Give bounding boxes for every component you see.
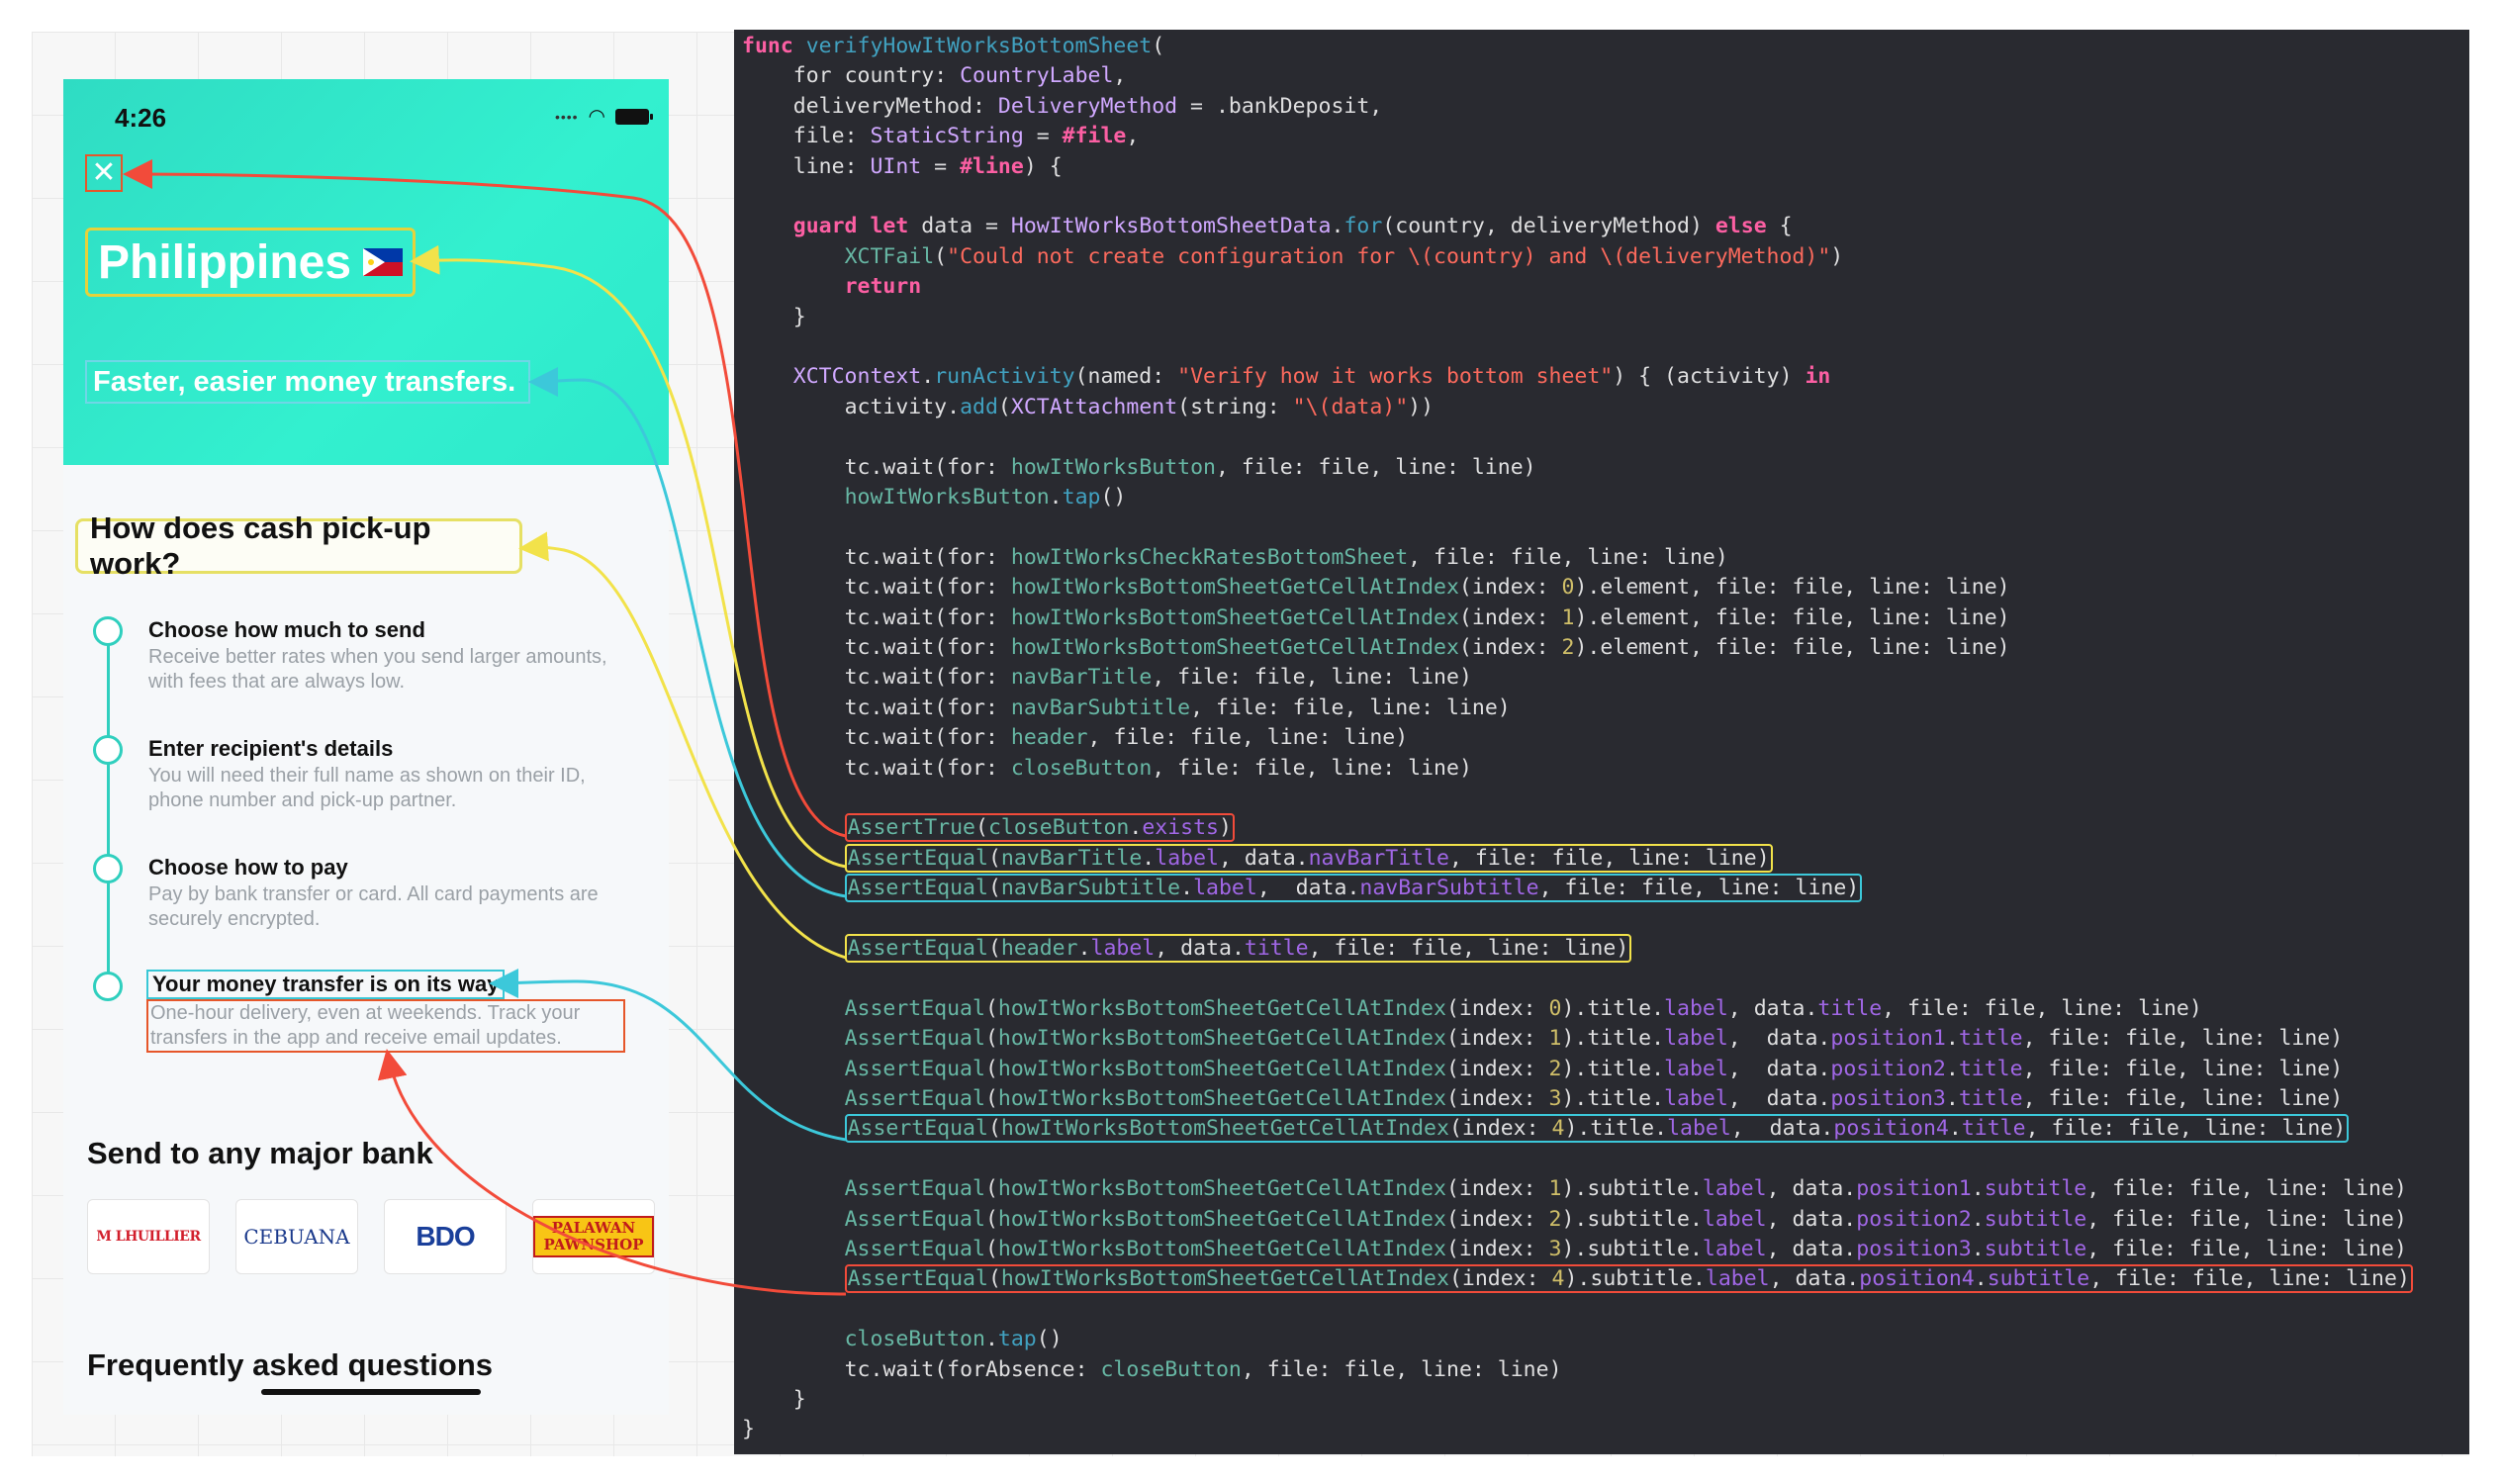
code-line: AssertEqual(howItWorksBottomSheetGetCell… bbox=[844, 1086, 2344, 1111]
code-line: AssertEqual(header.label, data.title, fi… bbox=[742, 934, 1632, 964]
code-line: AssertEqual(howItWorksBottomSheetGetCell… bbox=[844, 1176, 2407, 1202]
bank-logo-label: CEBUANA bbox=[243, 1225, 350, 1249]
step-dot-icon bbox=[93, 854, 123, 883]
highlighted-assertion: AssertEqual(howItWorksBottomSheetGetCell… bbox=[844, 1264, 2413, 1294]
step-title-highlighted: Your money transfer is on its way bbox=[146, 970, 506, 999]
code-line: tc.wait(for: howItWorksBottomSheetGetCel… bbox=[844, 604, 2010, 630]
step-subtitle: Pay by bank transfer or card. All card p… bbox=[148, 883, 599, 930]
header-label: How does cash pick-up work? bbox=[90, 510, 431, 581]
code-line: AssertEqual(navBarTitle.label, data.navB… bbox=[742, 843, 1773, 874]
code-line: XCTContext.runActivity(named: "Verify ho… bbox=[792, 364, 1831, 390]
code-line: tc.wait(for: navBarTitle, file: file, li… bbox=[844, 665, 1472, 691]
code-line: tc.wait(for: header, file: file, line: l… bbox=[844, 725, 1409, 751]
bank-logo-bdo: BDO bbox=[384, 1199, 507, 1274]
battery-icon bbox=[615, 109, 653, 125]
nav-bar-subtitle: Faster, easier money transfers. bbox=[85, 360, 530, 404]
code-line: tc.wait(for: howItWorksCheckRatesBottomS… bbox=[844, 544, 1728, 570]
code-line: AssertEqual(howItWorksBottomSheetGetCell… bbox=[844, 1026, 2344, 1052]
code-line: } bbox=[742, 1387, 806, 1412]
code-line: AssertEqual(navBarSubtitle.label, data.n… bbox=[742, 874, 1863, 903]
home-indicator[interactable] bbox=[261, 1389, 481, 1395]
code-line: AssertEqual(howItWorksBottomSheetGetCell… bbox=[844, 1237, 2407, 1261]
code-line: AssertTrue(closeButton.exists) bbox=[742, 813, 1235, 843]
nav-bar-title: Philippines bbox=[85, 228, 416, 297]
code-line: for country: CountryLabel, bbox=[792, 63, 1127, 89]
nav-bar-subtitle-label: Faster, easier money transfers. bbox=[93, 365, 516, 398]
step-title: Enter recipient's details bbox=[148, 736, 394, 761]
faq-section-title: Frequently asked questions bbox=[87, 1347, 493, 1382]
code-line: guard let data = HowItWorksBottomSheetDa… bbox=[792, 214, 1793, 239]
step-dot-icon bbox=[93, 972, 123, 1001]
code-editor: func verifyHowItWorksBottomSheet( for co… bbox=[734, 30, 2469, 1454]
code-line: tc.wait(for: howItWorksButton, file: fil… bbox=[844, 454, 1536, 480]
code-line: } bbox=[742, 304, 806, 329]
code-line: line: UInt = #line) { bbox=[792, 153, 1063, 179]
steps-timeline bbox=[107, 631, 110, 987]
code-line: tc.wait(for: navBarSubtitle, file: file,… bbox=[844, 695, 1511, 720]
code-line: tc.wait(forAbsence: closeButton, file: f… bbox=[844, 1356, 1562, 1382]
highlighted-assertion: AssertEqual(header.label, data.title, fi… bbox=[844, 934, 1632, 963]
close-button[interactable]: ✕ bbox=[85, 154, 123, 192]
signal-icon: •••• bbox=[554, 109, 579, 125]
code-line: deliveryMethod: DeliveryMethod = .bankDe… bbox=[792, 93, 1383, 119]
highlighted-assertion: AssertEqual(howItWorksBottomSheetGetCell… bbox=[844, 1114, 2350, 1144]
code-line: closeButton.tap() bbox=[844, 1327, 1063, 1352]
status-time: 4:26 bbox=[115, 103, 167, 133]
bank-logo-label: M LHUILLIER bbox=[96, 1229, 201, 1245]
code-line: howItWorksButton.tap() bbox=[844, 485, 1127, 510]
bank-logo-palawan: PALAWAN PAWNSHOP bbox=[532, 1199, 655, 1274]
step-subtitle-highlighted: One-hour delivery, even at weekends. Tra… bbox=[146, 999, 625, 1053]
step-dot-icon bbox=[93, 735, 123, 765]
step-subtitle: You will need their full name as shown o… bbox=[148, 765, 586, 811]
step-title: Choose how much to send bbox=[148, 617, 425, 642]
highlighted-assertion: AssertTrue(closeButton.exists) bbox=[844, 813, 1235, 843]
phone-screen: 4:26 •••• ◠ ✕ Philippines Faster, easier… bbox=[63, 79, 669, 1415]
code-line: tc.wait(for: closeButton, file: file, li… bbox=[844, 755, 1472, 781]
banks-section-title: Send to any major bank bbox=[87, 1136, 433, 1170]
philippines-flag-icon bbox=[363, 248, 404, 276]
header: How does cash pick-up work? bbox=[75, 510, 522, 581]
nav-bar-title-label: Philippines bbox=[98, 235, 352, 289]
bottom-sheet-header: 4:26 •••• ◠ ✕ Philippines Faster, easier… bbox=[63, 79, 669, 465]
code-line: AssertEqual(howItWorksBottomSheetGetCell… bbox=[742, 1114, 2350, 1144]
code-line: tc.wait(for: howItWorksBottomSheetGetCel… bbox=[844, 635, 2010, 660]
highlighted-assertion: AssertEqual(navBarTitle.label, data.navB… bbox=[844, 843, 1773, 873]
code-line: AssertEqual(howItWorksBottomSheetGetCell… bbox=[844, 995, 2202, 1021]
wifi-icon: ◠ bbox=[588, 106, 605, 128]
step-subtitle: Receive better rates when you send large… bbox=[148, 646, 607, 693]
code-line: return bbox=[844, 274, 922, 300]
bank-logo-cebuana: CEBUANA bbox=[235, 1199, 358, 1274]
code-line: func verifyHowItWorksBottomSheet( bbox=[742, 34, 1165, 58]
code-line: AssertEqual(howItWorksBottomSheetGetCell… bbox=[844, 1056, 2344, 1081]
bank-logo-label: BDO bbox=[416, 1221, 475, 1252]
step-dot-icon bbox=[93, 616, 123, 646]
status-icons: •••• ◠ bbox=[554, 106, 653, 128]
code-line: AssertEqual(howItWorksBottomSheetGetCell… bbox=[742, 1264, 2413, 1294]
highlighted-assertion: AssertEqual(navBarSubtitle.label, data.n… bbox=[844, 874, 1863, 903]
code-line: file: StaticString = #file, bbox=[792, 124, 1140, 149]
code-line: tc.wait(for: howItWorksBottomSheetGetCel… bbox=[844, 575, 2010, 601]
bank-logo-label: PALAWAN PAWNSHOP bbox=[533, 1216, 654, 1257]
code-line: } bbox=[742, 1417, 755, 1442]
code-line: activity.add(XCTAttachment(string: "\(da… bbox=[844, 394, 1435, 419]
code-line: AssertEqual(howItWorksBottomSheetGetCell… bbox=[844, 1206, 2407, 1232]
step-title: Choose how to pay bbox=[148, 855, 348, 880]
code-line: XCTFail("Could not create configuration … bbox=[844, 243, 1844, 269]
bank-logo-mlhuillier: M LHUILLIER bbox=[87, 1199, 210, 1274]
